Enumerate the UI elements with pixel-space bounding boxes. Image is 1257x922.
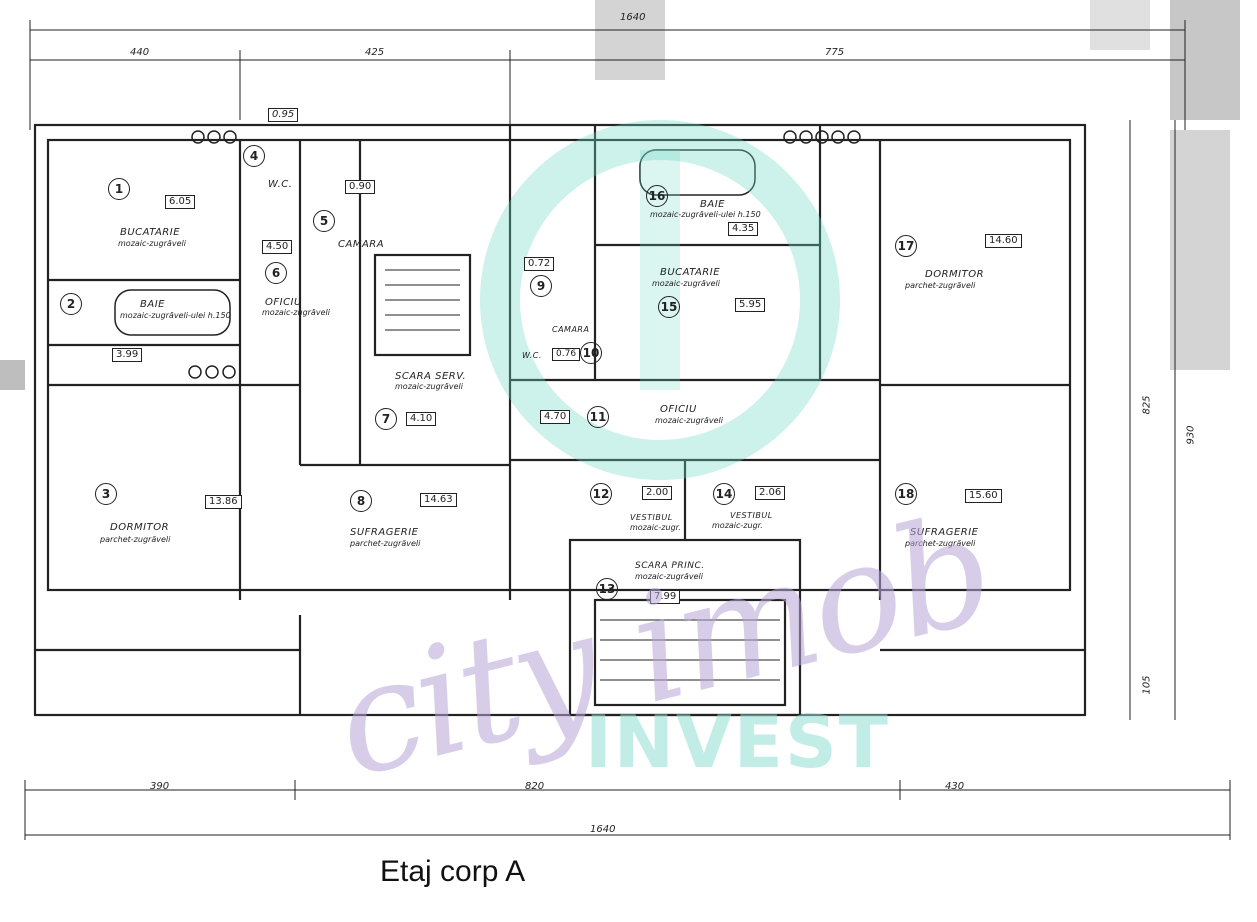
room-9-area: 0.72 xyxy=(524,257,555,271)
room-3-area: 13.86 xyxy=(205,495,242,509)
room-3-finish: parchet-zugrăveli xyxy=(100,535,171,544)
room-number-9: 9 xyxy=(530,275,552,297)
room-1-finish: mozaic-zugrăveli xyxy=(118,239,186,248)
room-16-finish: mozaic-zugrăveli-ulei h.150 xyxy=(650,210,761,219)
room-number-4: 4 xyxy=(243,145,265,167)
watermark-invest: INVEST xyxy=(585,700,890,784)
dim-wc-area: 0.95 xyxy=(268,108,299,122)
room-number-5: 5 xyxy=(313,210,335,232)
dim-bottom-seg-3: 430 xyxy=(945,781,965,792)
dim-top-seg-2: 425 xyxy=(365,47,385,58)
dim-top-seg-3: 775 xyxy=(825,47,845,58)
room-14-area: 2.06 xyxy=(755,486,786,500)
room-number-14: 14 xyxy=(713,483,735,505)
room-7-finish: mozaic-zugrăveli xyxy=(395,382,463,391)
room-12-area: 2.00 xyxy=(642,486,673,500)
room-15-name: BUCATARIE xyxy=(660,267,721,278)
dim-bottom-seg-1: 390 xyxy=(150,781,170,792)
room-17-area: 14.60 xyxy=(985,234,1022,248)
room-18-name: SUFRAGERIE xyxy=(910,527,979,538)
dim-bottom-total: 1640 xyxy=(590,824,616,835)
room-15-area: 5.95 xyxy=(735,298,766,312)
room-1-area: 6.05 xyxy=(165,195,196,209)
room-15-finish: mozaic-zugrăveli xyxy=(652,279,720,288)
room-number-17: 17 xyxy=(895,235,917,257)
room-3-name: DORMITOR xyxy=(110,522,170,533)
room-4-name: W.C. xyxy=(268,179,293,190)
room-8-finish: parchet-zugrăveli xyxy=(350,539,421,548)
room-12-name: VESTIBUL xyxy=(630,513,673,522)
room-12-finish: mozaic-zugr. xyxy=(630,523,681,532)
dim-bottom-seg-2: 820 xyxy=(525,781,545,792)
room-18-area: 15.60 xyxy=(965,489,1002,503)
room-11-name: OFICIU xyxy=(660,404,697,415)
room-number-1: 1 xyxy=(108,178,130,200)
dim-top-total: 1640 xyxy=(620,12,646,23)
room-number-10: 10 xyxy=(580,342,602,364)
room-2-finish: mozaic-zugrăveli-ulei h.150 xyxy=(120,311,231,320)
room-number-16: 16 xyxy=(646,185,668,207)
dim-right-inner: 825 xyxy=(1141,395,1153,415)
room-13-name: SCARA PRINC. xyxy=(635,561,705,571)
room-number-3: 3 xyxy=(95,483,117,505)
room-8-area: 14.63 xyxy=(420,493,457,507)
room-14-name: VESTIBUL xyxy=(730,511,773,520)
room-6-name: OFICIU xyxy=(265,297,302,308)
room-number-11: 11 xyxy=(587,406,609,428)
room-8-name: SUFRAGERIE xyxy=(350,527,419,538)
room-17-name: DORMITOR xyxy=(925,269,985,280)
room-2-area: 3.99 xyxy=(112,348,143,362)
room-7-name: SCARA SERV. xyxy=(395,371,467,382)
room-2-name: BAIE xyxy=(140,299,165,310)
dim-right-outer: 930 xyxy=(1185,425,1197,445)
room-6-area: 4.50 xyxy=(262,240,293,254)
room-number-15: 15 xyxy=(658,296,680,318)
room-5-name: CAMARA xyxy=(338,239,385,250)
room-16-area: 4.35 xyxy=(728,222,759,236)
room-5-area: 0.90 xyxy=(345,180,376,194)
room-number-18: 18 xyxy=(895,483,917,505)
room-1-name: BUCATARIE xyxy=(120,227,181,238)
room-16-name: BAIE xyxy=(700,199,725,210)
room-number-8: 8 xyxy=(350,490,372,512)
room-6-finish: mozaic-zugrăveli xyxy=(262,308,330,317)
room-10-name: CAMARA xyxy=(552,325,590,334)
room-10-area: 0.76 xyxy=(552,348,581,361)
room-number-2: 2 xyxy=(60,293,82,315)
room-17-finish: parchet-zugrăveli xyxy=(905,281,976,290)
room-number-12: 12 xyxy=(590,483,612,505)
dim-right-bottom: 105 xyxy=(1141,675,1153,695)
room-11-area: 4.70 xyxy=(540,410,571,424)
room-number-6: 6 xyxy=(265,262,287,284)
room-13-area: 7.99 xyxy=(650,590,681,604)
room-11-finish: mozaic-zugrăveli xyxy=(655,416,723,425)
room-9-name: W.C. xyxy=(522,351,542,360)
room-number-7: 7 xyxy=(375,408,397,430)
plan-caption: Etaj corp A xyxy=(380,855,526,888)
room-7-area: 4.10 xyxy=(406,412,437,426)
room-13-finish: mozaic-zugrăveli xyxy=(635,572,703,581)
room-18-finish: parchet-zugrăveli xyxy=(905,539,976,548)
dim-top-seg-1: 440 xyxy=(130,47,150,58)
room-number-13: 13 xyxy=(596,578,618,600)
room-14-finish: mozaic-zugr. xyxy=(712,521,763,530)
